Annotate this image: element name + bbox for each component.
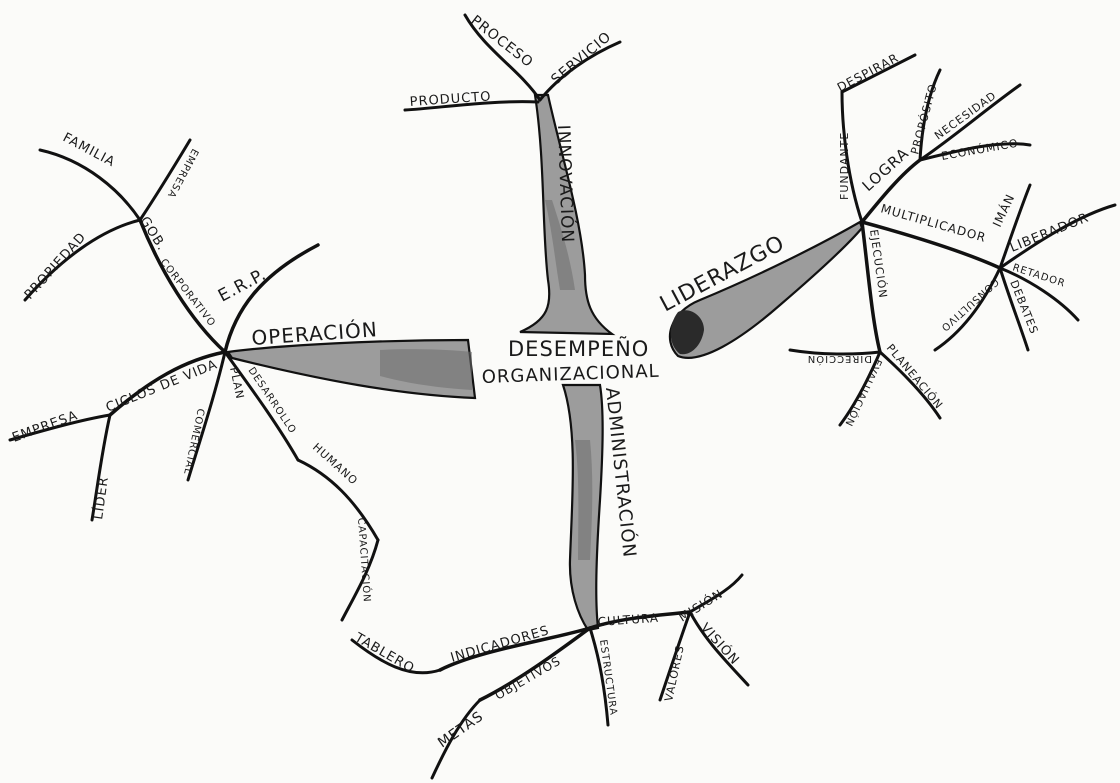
- iman-label: IMÁN: [989, 191, 1017, 229]
- metas-label: METAS: [435, 708, 487, 751]
- ciclos-label: CICLOS DE VIDA: [104, 357, 220, 416]
- direccion-label: DIRECCIÓN: [807, 353, 872, 366]
- center-node: DESEMPEÑO ORGANIZACIONAL: [481, 335, 660, 388]
- administracion-label: ADMINISTRACIÓN: [601, 386, 641, 559]
- comercial-label: COMERCIAL: [181, 407, 206, 475]
- desarrollo-label: DESARROLLO: [246, 366, 299, 437]
- liderazgo-group: LIDERAZGO LOGRA FUNDANTE DESPIRAR PROPÓS…: [656, 51, 1091, 429]
- humano-label: HUMANO: [310, 441, 360, 488]
- cultura-label: CULTURA: [597, 611, 659, 629]
- vision-label: VISIÓN: [697, 620, 743, 668]
- administracion-group: ADMINISTRACIÓN INDICADORES TABLERO OBJET…: [351, 386, 743, 751]
- despirar-label: DESPIRAR: [835, 51, 901, 95]
- necesidad-label: NECESIDAD: [932, 89, 999, 143]
- tablero-label: TABLERO: [351, 630, 417, 677]
- trunks: [228, 95, 862, 630]
- corporativo-label: CORPORATIVO: [158, 257, 218, 329]
- innovacion-label: INNOVACIÓN: [553, 124, 579, 243]
- planeacion-label: PLANEACIÓN: [884, 342, 946, 412]
- center-line1: DESEMPEÑO: [508, 335, 649, 361]
- multiplicador-label: MULTIPLICADOR: [879, 201, 988, 245]
- servicio-label: SERVICIO: [548, 29, 614, 88]
- plan-label: PLAN: [227, 366, 247, 401]
- lider-label: LÍDER: [90, 475, 112, 520]
- evaluacion-label: EVALUACIÓN: [842, 357, 885, 429]
- valores-label: VALORES: [662, 644, 687, 703]
- proceso-label: PROCESO: [468, 13, 537, 72]
- mision-label: MISIÓN: [676, 586, 726, 625]
- erp-label: E.R.P.: [215, 264, 270, 306]
- consultivo-label: CONSULTIVO: [938, 276, 1000, 334]
- liberador-label: LIBERADOR: [1008, 210, 1091, 255]
- objetivos-label: OBJETIVOS: [493, 654, 564, 703]
- indicadores-label: INDICADORES: [449, 623, 551, 666]
- empresa-label: EMPRESA: [10, 408, 80, 446]
- estructura-label: ESTRUCTURA: [597, 639, 619, 717]
- fundante-label: FUNDANTE: [838, 132, 851, 200]
- economico-label: ECONÓMICO: [940, 137, 1019, 163]
- proposito-label: PROPÓSITO: [908, 82, 939, 156]
- producto-label: PRODUCTO: [409, 89, 492, 110]
- logra-label: LOGRA: [859, 144, 913, 195]
- center-line2: ORGANIZACIONAL: [481, 361, 660, 388]
- gob-label: GOB.: [137, 214, 170, 254]
- innovacion-group: INNOVACIÓN PROCESO SERVICIO PRODUCTO: [409, 13, 615, 244]
- propiedad-label: PROPIEDAD: [22, 230, 90, 303]
- familia-label: FAMILIA: [60, 130, 118, 170]
